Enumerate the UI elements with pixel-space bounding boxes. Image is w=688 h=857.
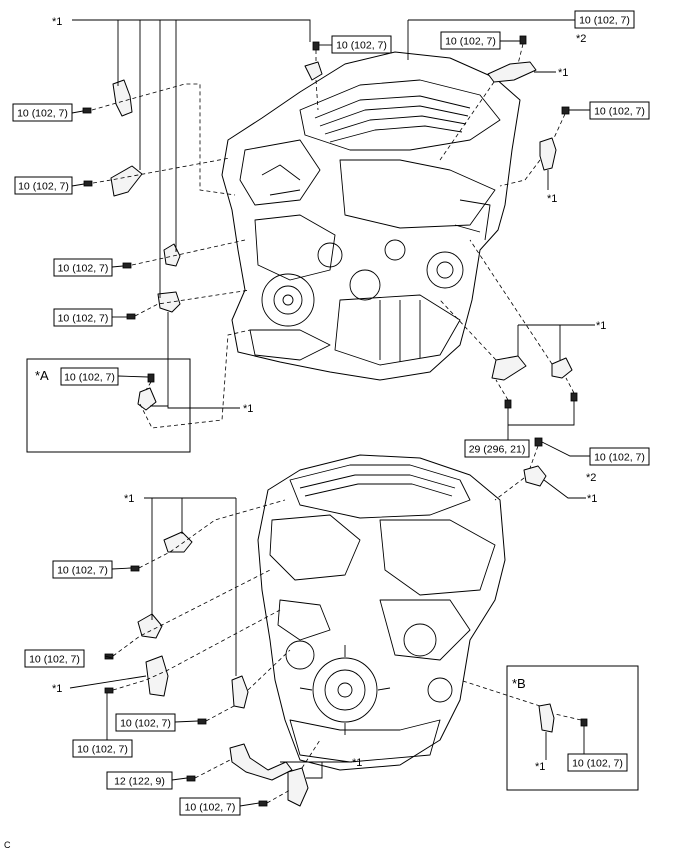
svg-text:12 (122, 9): 12 (122, 9)	[114, 776, 165, 788]
lower-engine-illustration	[257, 454, 506, 771]
ref-label-1: *1	[52, 16, 62, 28]
torque-label-13: 10 (102, 7)	[24, 649, 85, 668]
torque-label-11: 10 (102, 7)	[589, 447, 650, 466]
ref-label-12: *1	[535, 761, 545, 773]
torque-label-5: 10 (102, 7)	[331, 35, 392, 54]
ref-label-2: *2	[576, 33, 586, 45]
svg-text:10 (102, 7): 10 (102, 7)	[64, 372, 115, 384]
ref-label-11: *1	[352, 757, 362, 769]
svg-text:29 (296, 21): 29 (296, 21)	[469, 444, 526, 456]
ref-label-6: *1	[243, 403, 253, 415]
svg-text:10 (102, 7): 10 (102, 7)	[17, 108, 68, 120]
torque-label-15: 10 (102, 7)	[115, 713, 176, 732]
svg-text:10 (102, 7): 10 (102, 7)	[572, 758, 623, 770]
ref-label-7: *2	[586, 472, 596, 484]
ref-label-8: *1	[587, 493, 597, 505]
torque-label-14: 10 (102, 7)	[72, 739, 133, 758]
inset-a-label: *A	[35, 368, 49, 383]
svg-text:10 (102, 7): 10 (102, 7)	[57, 565, 108, 577]
torque-label-6: 10 (102, 7)	[440, 31, 501, 50]
torque-label-10: 29 (296, 21)	[464, 439, 530, 458]
ref-label-5: *1	[596, 320, 606, 332]
torque-label-17: 10 (102, 7)	[179, 797, 241, 816]
torque-label-3: 10 (102, 7)	[53, 258, 113, 277]
torque-label-16: 12 (122, 9)	[106, 771, 173, 790]
torque-label-7: 10 (102, 7)	[574, 10, 635, 29]
svg-text:10 (102, 7): 10 (102, 7)	[18, 181, 69, 193]
bracket-parts	[110, 61, 573, 807]
svg-text:10 (102, 7): 10 (102, 7)	[594, 452, 645, 464]
inset-a-box	[26, 358, 191, 453]
torque-label-4: 10 (102, 7)	[53, 308, 113, 327]
ref-label-4: *1	[547, 193, 557, 205]
torque-label-18: 10 (102, 7)	[567, 753, 628, 772]
svg-text:10 (102, 7): 10 (102, 7)	[594, 106, 645, 118]
svg-text:10 (102, 7): 10 (102, 7)	[58, 263, 109, 275]
svg-text:10 (102, 7): 10 (102, 7)	[579, 15, 630, 27]
svg-text:10 (102, 7): 10 (102, 7)	[29, 654, 80, 666]
svg-text:10 (102, 7): 10 (102, 7)	[77, 744, 128, 756]
ref-label-10: *1	[52, 683, 62, 695]
torque-label-9: 10 (102, 7)	[60, 367, 119, 386]
svg-text:10 (102, 7): 10 (102, 7)	[336, 40, 387, 52]
svg-text:10 (102, 7): 10 (102, 7)	[445, 36, 496, 48]
torque-label-8: 10 (102, 7)	[589, 101, 650, 120]
figure-code: C	[4, 840, 11, 850]
assembly-lines	[91, 43, 582, 804]
svg-text:10 (102, 7): 10 (102, 7)	[58, 313, 109, 325]
ref-label-3: *1	[558, 67, 568, 79]
bolts	[82, 35, 588, 807]
torque-label-2: 10 (102, 7)	[14, 176, 73, 195]
leader-lines	[69, 19, 595, 807]
torque-label-1: 10 (102, 7)	[12, 103, 73, 122]
ref-label-9: *1	[124, 493, 134, 505]
torque-label-12: 10 (102, 7)	[52, 560, 113, 579]
svg-text:10 (102, 7): 10 (102, 7)	[185, 802, 236, 814]
inset-b-label: *B	[512, 676, 526, 691]
svg-text:10 (102, 7): 10 (102, 7)	[120, 718, 171, 730]
upper-engine-illustration	[221, 51, 521, 381]
